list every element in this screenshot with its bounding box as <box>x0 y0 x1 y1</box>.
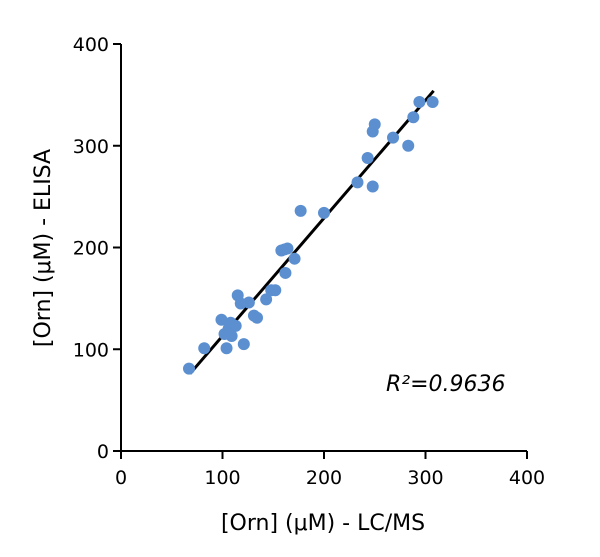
data-point <box>402 139 415 152</box>
data-point <box>351 176 364 189</box>
data-point <box>260 293 273 306</box>
data-point <box>251 311 264 324</box>
data-point <box>183 362 196 375</box>
data-point <box>387 131 400 144</box>
x-tick-label: 400 <box>509 467 545 489</box>
r-squared-annotation: R²=0.9636 <box>386 372 506 397</box>
data-point <box>407 111 420 124</box>
y-tick-label: 100 <box>73 339 109 361</box>
data-point <box>281 242 294 255</box>
y-tick-label: 400 <box>73 34 109 56</box>
x-tick-label: 0 <box>115 467 127 489</box>
data-point <box>294 204 307 217</box>
data-point <box>229 319 242 332</box>
data-point <box>288 252 301 265</box>
y-ticks: 0 100 200 300 400 <box>73 34 121 463</box>
data-point <box>269 284 282 297</box>
data-point <box>242 296 255 309</box>
y-tick-label: 300 <box>73 136 109 158</box>
x-axis-label: [Orn] (μM) - LC/MS <box>221 511 425 536</box>
data-point <box>426 95 439 108</box>
y-axis-label: [Orn] (μM) - ELISA <box>31 149 56 347</box>
data-point <box>368 118 381 131</box>
data-point <box>215 313 228 326</box>
data-point <box>413 95 426 108</box>
data-point <box>366 180 379 193</box>
y-tick-label: 200 <box>73 238 109 260</box>
data-point <box>279 266 292 279</box>
data-point <box>318 206 330 219</box>
x-tick-label: 100 <box>204 467 240 489</box>
x-ticks: 0 100 200 300 400 <box>115 451 545 489</box>
data-point <box>220 342 233 355</box>
y-tick-label: 0 <box>97 441 109 463</box>
data-points <box>183 95 439 375</box>
x-tick-label: 200 <box>306 467 342 489</box>
data-point <box>198 342 211 355</box>
data-point <box>237 338 250 351</box>
data-point <box>361 151 374 164</box>
x-tick-label: 300 <box>407 467 443 489</box>
data-point <box>225 330 238 343</box>
